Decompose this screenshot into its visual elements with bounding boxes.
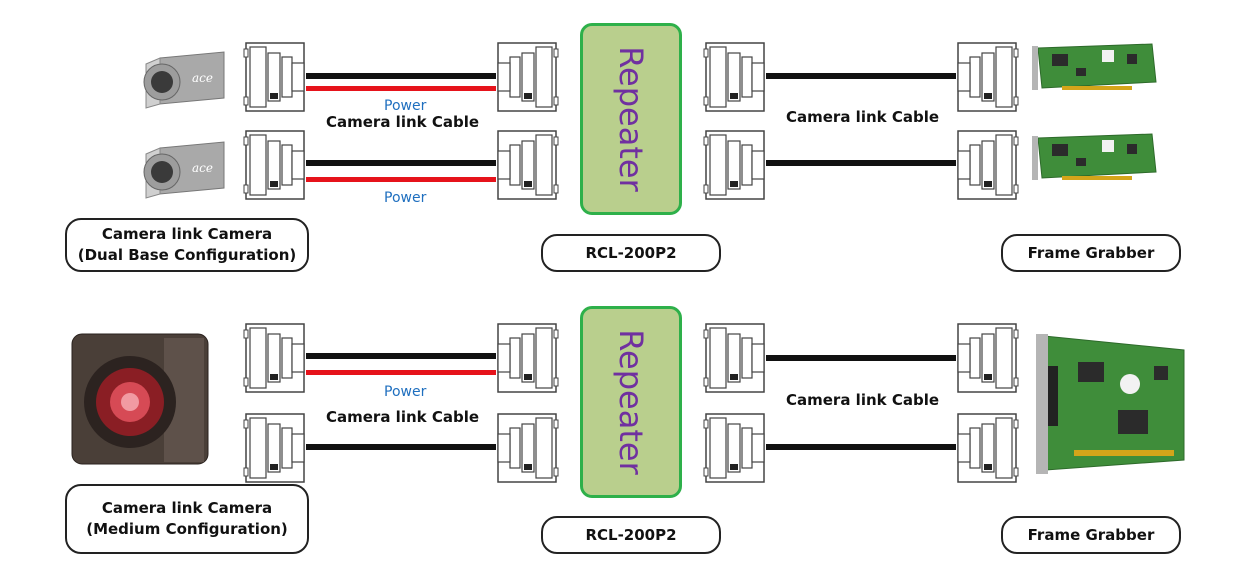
- power-cable: [306, 370, 496, 375]
- frame-grabber-label-box: Frame Grabber: [1001, 516, 1181, 554]
- power-cable: [306, 86, 496, 91]
- cable-label: Camera link Cable: [326, 113, 480, 131]
- data-cable: [766, 73, 956, 79]
- data-cable: [766, 355, 956, 361]
- camera-link-connector: [243, 130, 305, 200]
- camera-label-config: (Dual Base Configuration): [77, 246, 297, 264]
- data-cable: [306, 73, 496, 79]
- power-label: Power: [384, 384, 427, 400]
- repeater-model: RCL-200P2: [585, 525, 677, 544]
- camera-link-connector: [243, 42, 305, 112]
- frame-grabber-board-icon: [1032, 43, 1157, 91]
- camera-link-connector: [703, 42, 765, 112]
- svg-text:ace: ace: [192, 161, 213, 175]
- camera-label-box: Camera link Camera (Medium Configuration…: [65, 484, 309, 554]
- cube-camera-icon: [71, 333, 209, 465]
- repeater-label: Repeater: [612, 329, 650, 475]
- ace-camera-icon: ace: [143, 141, 225, 199]
- frame-grabber-board-icon: [1036, 334, 1185, 474]
- camera-link-connector: [957, 413, 1019, 483]
- frame-grabber-label-box: Frame Grabber: [1001, 234, 1181, 272]
- camera-label-box: Camera link Camera (Dual Base Configurat…: [65, 218, 309, 272]
- camera-link-connector: [243, 413, 305, 483]
- camera-label-title: Camera link Camera: [101, 225, 273, 243]
- camera-label-title: Camera link Camera: [101, 499, 273, 517]
- frame-grabber-label: Frame Grabber: [1027, 243, 1155, 262]
- camera-link-connector: [497, 413, 559, 483]
- camera-link-connector: [497, 130, 559, 200]
- camera-link-connector: [703, 130, 765, 200]
- camera-link-connector: [243, 323, 305, 393]
- camera-link-connector: [957, 42, 1019, 112]
- repeater-box: Repeater: [580, 23, 682, 215]
- camera-link-connector: [957, 323, 1019, 393]
- camera-label-config: (Medium Configuration): [86, 520, 288, 538]
- camera-link-connector: [497, 323, 559, 393]
- cable-label: Camera link Cable: [786, 108, 940, 126]
- data-cable: [766, 444, 956, 450]
- svg-text:ace: ace: [192, 71, 213, 85]
- data-cable: [306, 353, 496, 359]
- data-cable: [766, 160, 956, 166]
- camera-link-connector: [703, 323, 765, 393]
- data-cable: [306, 160, 496, 166]
- data-cable: [306, 444, 496, 450]
- frame-grabber-label: Frame Grabber: [1027, 525, 1155, 544]
- power-cable: [306, 177, 496, 182]
- power-label: Power: [384, 98, 427, 114]
- camera-link-connector: [703, 413, 765, 483]
- repeater-model-box: RCL-200P2: [541, 234, 721, 272]
- repeater-label: Repeater: [612, 46, 650, 192]
- power-label: Power: [384, 190, 427, 206]
- repeater-model: RCL-200P2: [585, 243, 677, 262]
- camera-link-connector: [497, 42, 559, 112]
- repeater-model-box: RCL-200P2: [541, 516, 721, 554]
- frame-grabber-board-icon: [1032, 133, 1157, 181]
- cable-label: Camera link Cable: [326, 408, 480, 426]
- repeater-box: Repeater: [580, 306, 682, 498]
- ace-camera-icon: ace: [143, 51, 225, 109]
- cable-label: Camera link Cable: [786, 391, 940, 409]
- camera-link-connector: [957, 130, 1019, 200]
